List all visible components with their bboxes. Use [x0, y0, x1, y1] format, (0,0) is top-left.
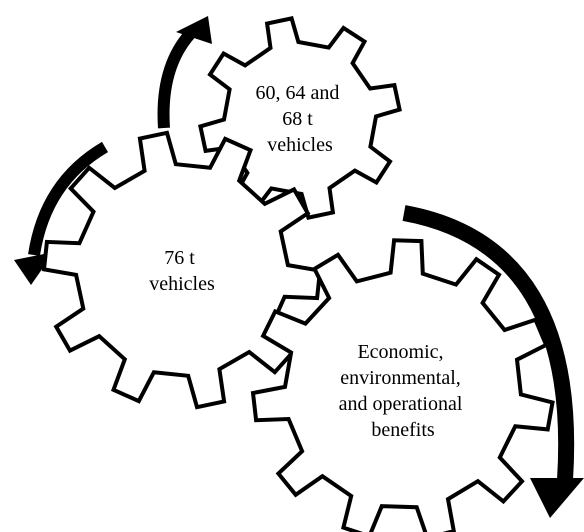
- arrow-top-shaft: [157, 30, 195, 129]
- arrow-right: [402, 205, 584, 518]
- gear-right-label: Economic, environmental, and operational…: [339, 341, 468, 441]
- gear-left-label-line: vehicles: [149, 273, 215, 295]
- gear-right-label-line: environmental,: [340, 367, 461, 389]
- arrow-right-head: [530, 478, 584, 518]
- arrow-right-shaft: [402, 205, 575, 481]
- gear-top: 60, 64 and 68 t vehicles: [198, 16, 402, 220]
- gear-top-label-line: 68 t: [282, 108, 313, 130]
- gear-left-label-line: 76 t: [164, 247, 195, 269]
- gear-right-label-line: Economic,: [357, 341, 443, 363]
- arrow-top-head: [176, 16, 212, 44]
- arrow-left-shaft: [28, 141, 109, 256]
- gear-top-label-line: vehicles: [267, 134, 333, 156]
- arrow-top: [157, 16, 212, 129]
- gear-right-label-line: and operational: [339, 393, 463, 415]
- gear-top-label: 60, 64 and 68 t vehicles: [256, 82, 345, 156]
- gear-right: Economic, environmental, and operational…: [250, 238, 555, 532]
- gear-left-label: 76 t vehicles: [149, 247, 215, 295]
- gear-left: 76 t vehicles: [41, 130, 323, 410]
- gear-right-label-line: benefits: [371, 419, 435, 441]
- gear-left-body: [41, 130, 323, 410]
- gear-top-label-line: 60, 64 and: [256, 82, 340, 104]
- gear-right-body: [250, 238, 555, 532]
